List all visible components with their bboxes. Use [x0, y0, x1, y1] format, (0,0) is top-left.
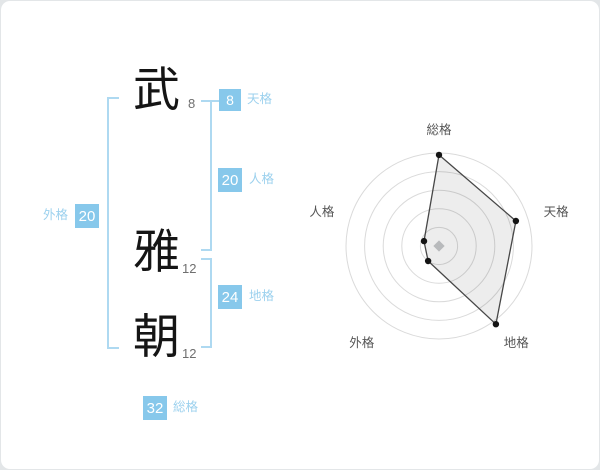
givenname-stroke-count-2: 12 [182, 346, 197, 361]
radar-vertex-dot [435, 151, 443, 159]
radar-vertex-dot [512, 217, 520, 225]
jinkaku-bracket-tick-bottom [201, 249, 212, 251]
radar-axis-label: 人格 [309, 204, 335, 219]
givenname-kanji-1: 雅 [133, 225, 180, 280]
radar-axis-label: 地格 [504, 335, 530, 350]
chikaku-bracket-tick-bottom [201, 346, 212, 348]
chikaku-bracket-tick-top [201, 258, 212, 260]
gaikaku-value-box: 20 [75, 204, 99, 228]
radar-vertex-dot [424, 257, 432, 265]
soukaku-value-box: 32 [143, 396, 167, 420]
gaikaku-bracket-tick-bottom [107, 347, 119, 349]
radar-center-marker [433, 240, 445, 252]
givenname-stroke-count-1: 12 [182, 261, 197, 276]
radar-ring [382, 189, 496, 303]
jinkaku-bracket-line [210, 101, 212, 251]
radar-axis-label: 天格 [544, 204, 570, 219]
radar-axis-label: 総格 [426, 122, 452, 137]
surname-stroke-count-1: 8 [188, 96, 196, 111]
chikaku-bracket-line [210, 258, 212, 348]
gaikaku-label: 外格 [43, 208, 69, 222]
chikaku-label: 地格 [249, 289, 275, 303]
gaikaku-bracket-line [107, 97, 109, 349]
surname-kanji-1: 武 [133, 63, 180, 118]
radar-ring [401, 208, 477, 284]
tenkaku-label: 天格 [247, 92, 273, 106]
radar-vertex-dot [420, 237, 428, 245]
radar-vertex-dot [492, 321, 500, 328]
jinkaku-label: 人格 [249, 172, 275, 186]
radar-ring [364, 171, 514, 321]
soukaku-label: 総格 [173, 400, 199, 414]
radar-ring [419, 226, 459, 266]
givenname-kanji-2: 朝 [133, 310, 180, 365]
tenkaku-value-box: 8 [219, 89, 241, 111]
chikaku-value-box: 24 [218, 285, 242, 309]
radar-axis-label: 外格 [349, 335, 375, 350]
jinkaku-bracket-tick-top [201, 100, 219, 102]
radar-data-polygon [423, 154, 517, 325]
jinkaku-value-box: 20 [218, 168, 242, 192]
gaikaku-bracket-tick-top [107, 97, 119, 99]
